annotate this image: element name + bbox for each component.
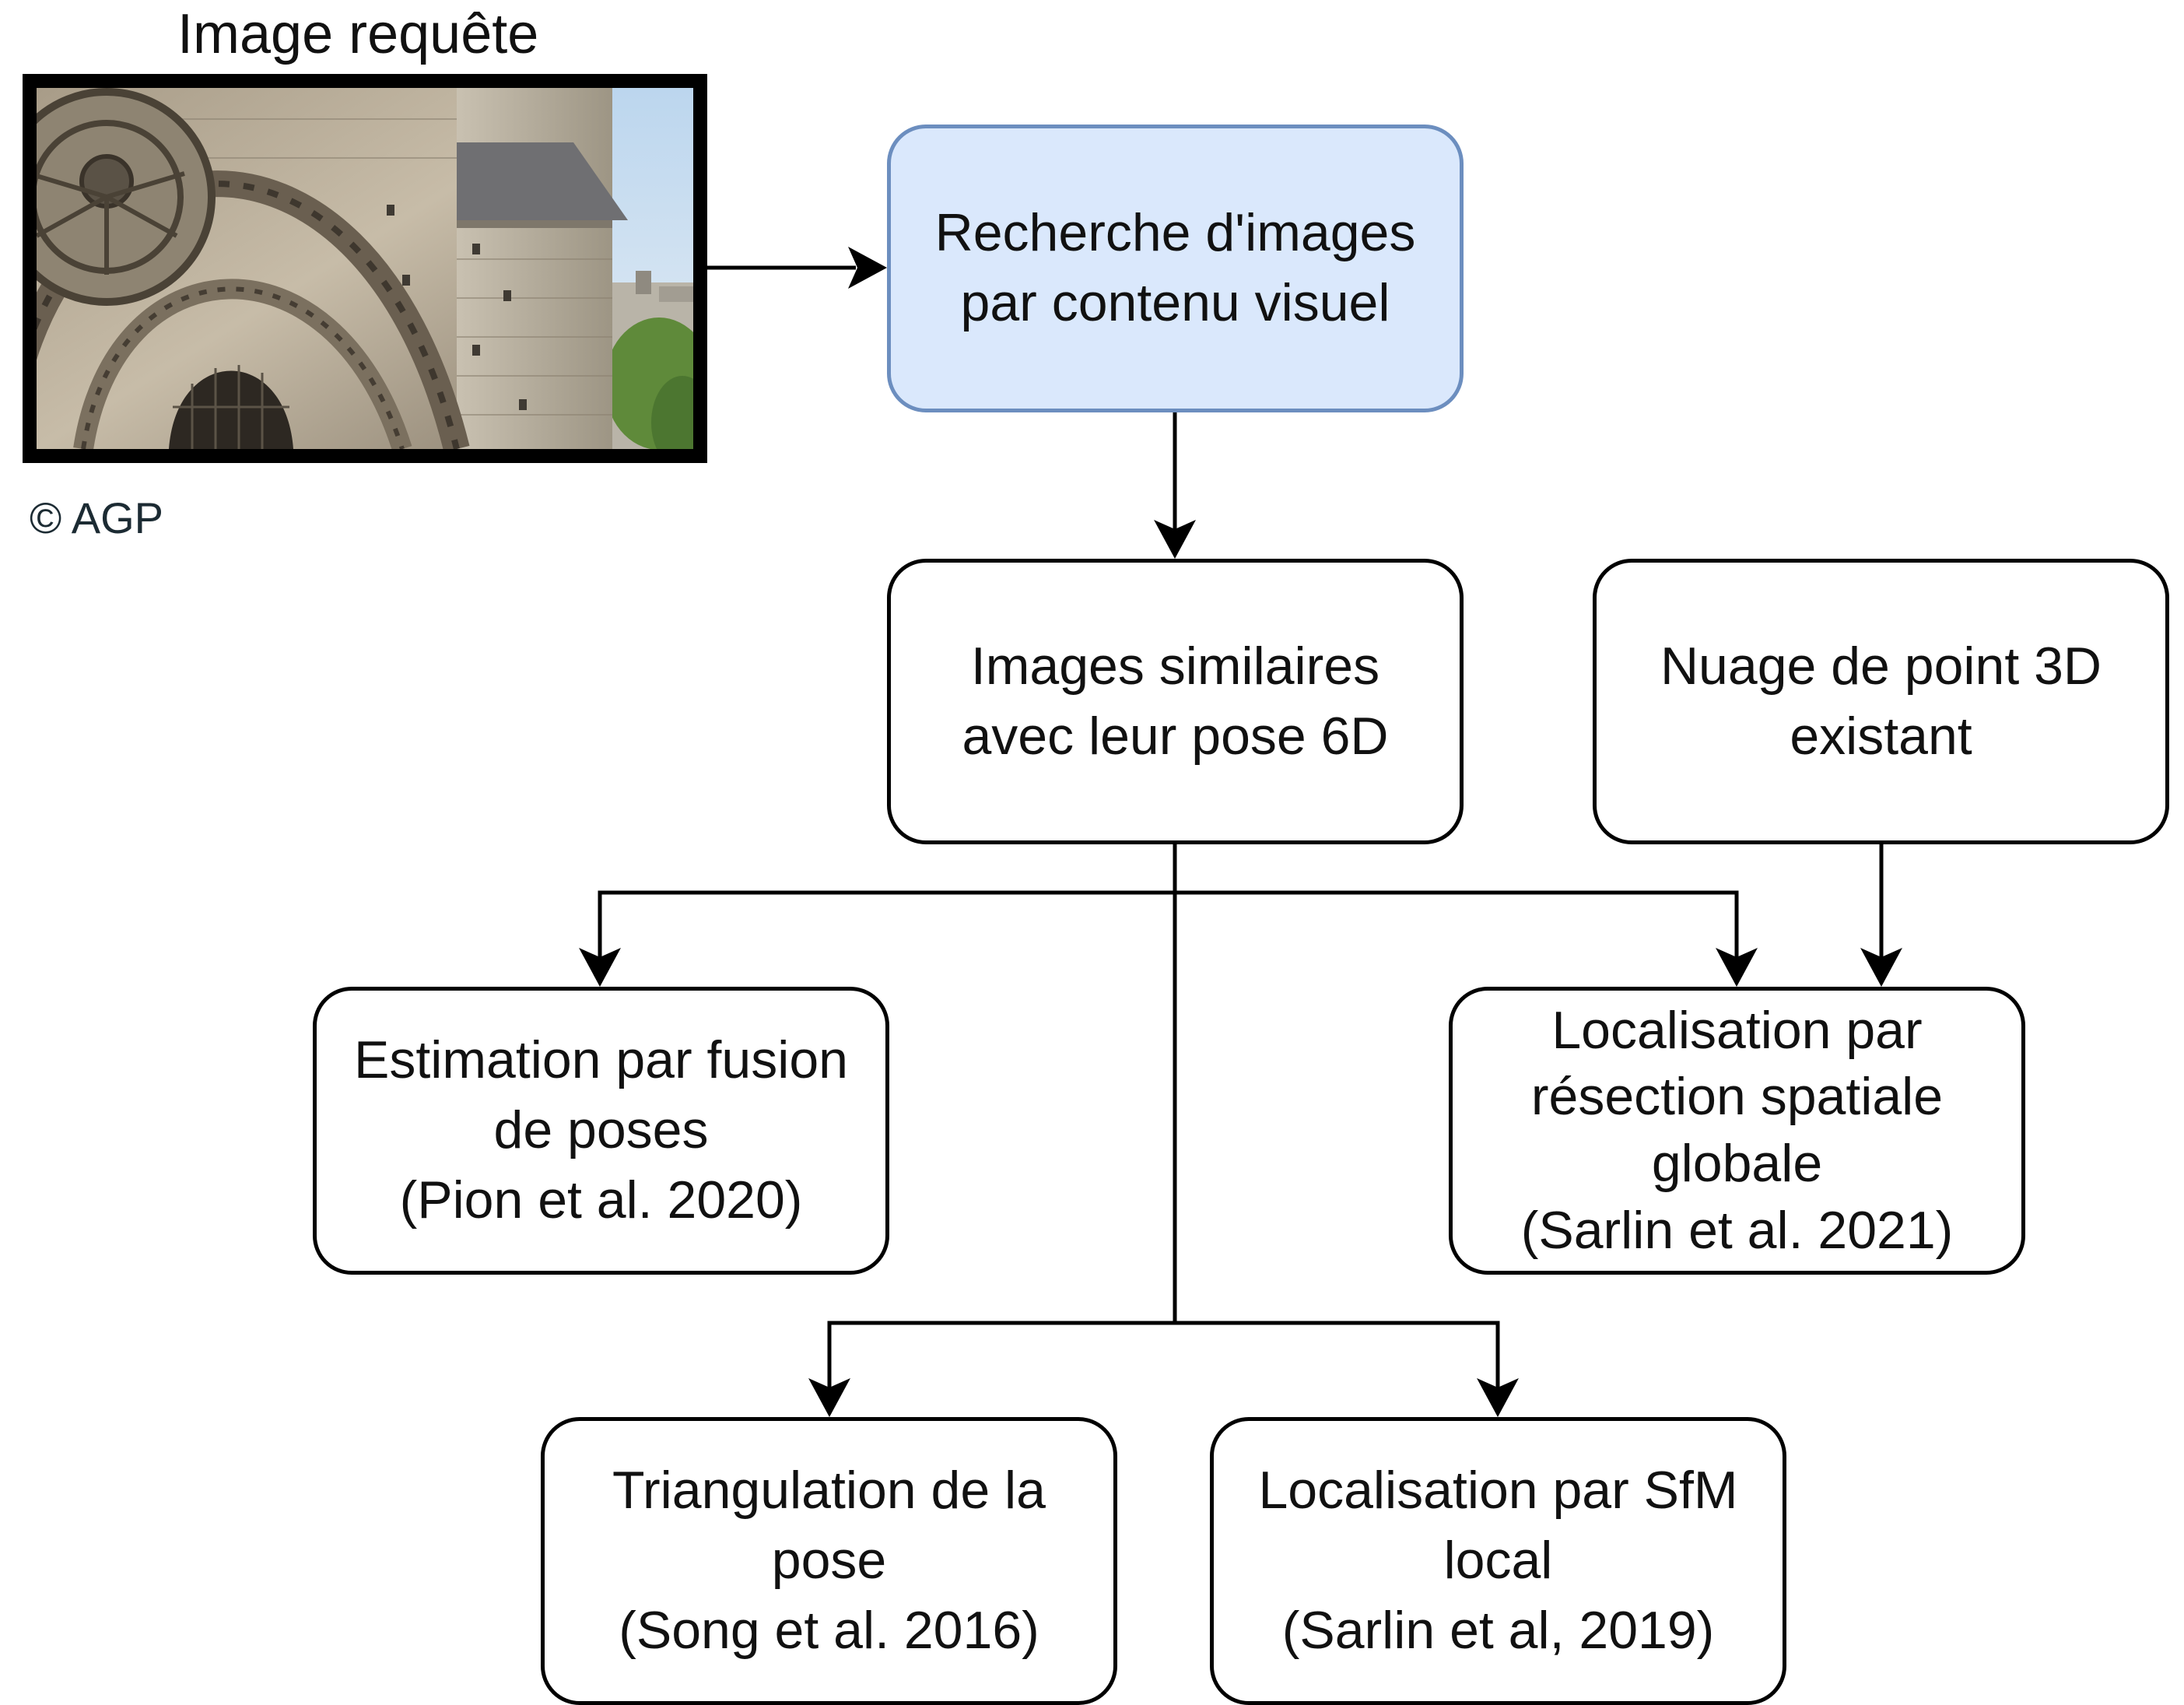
image-credit: © AGP [30, 493, 163, 542]
node-image-search-line-2: par contenu visuel [960, 273, 1390, 332]
node-local-sfm-line-3: (Sarlin et al, 2019) [1281, 1600, 1715, 1660]
node-local-sfm-line-1: Localisation par SfM [1258, 1461, 1738, 1521]
node-spatial-resection-line-1: Localisation par [1551, 1000, 1923, 1060]
node-spatial-resection-line-4: (Sarlin et al. 2021) [1520, 1200, 1954, 1260]
node-point-cloud-line-1: Nuage de point 3D [1660, 636, 2102, 696]
node-similar-images-line-2: avec leur pose 6D [962, 706, 1389, 766]
node-pose-fusion-line-2: de poses [493, 1100, 709, 1160]
node-local-sfm: Localisation par SfM local (Sarlin et al… [1210, 1417, 1786, 1705]
node-spatial-resection-line-3: globale [1651, 1134, 1823, 1193]
node-local-sfm-line-2: local [1443, 1531, 1553, 1591]
node-pose-fusion-line-3: (Pion et al. 2020) [399, 1170, 803, 1230]
node-similar-images-line-1: Images similaires [970, 636, 1380, 696]
node-point-cloud-line-2: existant [1790, 706, 1972, 766]
node-pose-fusion-line-1: Estimation par fusion [354, 1030, 848, 1090]
node-spatial-resection: Localisation par résection spatiale glob… [1449, 987, 2025, 1275]
edge-to-fusion-arrowhead [579, 948, 621, 987]
cathedral-photo [37, 88, 693, 449]
node-image-search-line-1: Recherche d'images [934, 203, 1416, 263]
node-triangulation: Triangulation de la pose (Song et al. 20… [541, 1417, 1117, 1705]
edge-similar-to-triangulation-sfm [827, 1321, 1500, 1388]
edge-image-to-search-arrowhead [848, 247, 887, 289]
edge-cloud-to-resection-arrowhead [1860, 948, 1902, 987]
node-triangulation-line-1: Triangulation de la [612, 1461, 1046, 1521]
node-similar-images: Images similaires avec leur pose 6D [887, 559, 1464, 844]
node-image-search: Recherche d'images par contenu visuel [887, 125, 1464, 412]
edge-to-sfm-arrowhead [1477, 1378, 1519, 1417]
node-pose-fusion: Estimation par fusion de poses (Pion et … [313, 987, 889, 1275]
edge-search-to-similar-arrowhead [1154, 520, 1196, 559]
edge-to-resection-arrowhead [1716, 948, 1758, 987]
node-triangulation-line-3: (Song et al. 2016) [619, 1600, 1039, 1660]
node-triangulation-line-2: pose [771, 1531, 887, 1591]
node-spatial-resection-line-2: résection spatiale [1530, 1067, 1944, 1127]
query-image-caption: Image requête [177, 3, 539, 65]
query-image [23, 74, 707, 463]
node-point-cloud: Nuage de point 3D existant [1593, 559, 2169, 844]
edge-to-triangulation-arrowhead [808, 1378, 850, 1417]
edge-similar-to-fusion-resection [598, 890, 1739, 957]
